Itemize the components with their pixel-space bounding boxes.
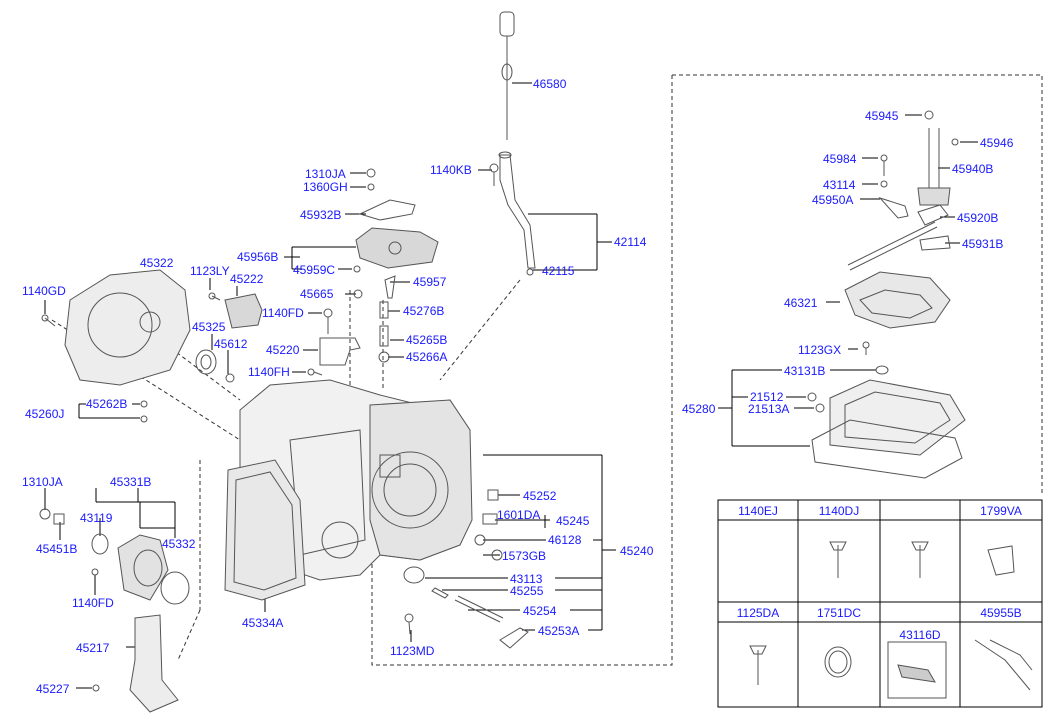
label-45227[interactable]: 45227 — [36, 682, 70, 696]
label-45332[interactable]: 45332 — [162, 537, 196, 551]
table-cell-1799VA[interactable]: 1799VA — [980, 504, 1022, 518]
label-42114[interactable]: 42114 — [614, 235, 647, 249]
label-45665[interactable]: 45665 — [300, 287, 334, 301]
label-21512[interactable]: 21512 — [750, 390, 784, 404]
label-45334A[interactable]: 45334A — [242, 616, 284, 630]
label-43119[interactable]: 43119 — [80, 511, 113, 525]
table-cell-45955B[interactable]: 45955B — [980, 606, 1022, 620]
label-45280[interactable]: 45280 — [682, 402, 716, 416]
label-45240[interactable]: 45240 — [620, 544, 654, 558]
label-45931B[interactable]: 45931B — [962, 237, 1004, 251]
label-45957[interactable]: 45957 — [413, 275, 447, 289]
label-45222[interactable]: 45222 — [230, 272, 264, 286]
label-45325[interactable]: 45325 — [192, 320, 226, 334]
label-45946[interactable]: 45946 — [980, 136, 1014, 150]
label-45262B[interactable]: 45262B — [86, 397, 128, 411]
label-45245[interactable]: 45245 — [556, 514, 590, 528]
label-45945[interactable]: 45945 — [865, 109, 899, 123]
label-43131B[interactable]: 43131B — [784, 364, 826, 378]
label-45220[interactable]: 45220 — [266, 343, 300, 357]
label-1360GH[interactable]: 1360GH — [303, 180, 348, 194]
label-1140FD-mid[interactable]: 1140FD — [262, 306, 304, 320]
label-1140FH[interactable]: 1140FH — [248, 365, 290, 379]
label-45959C[interactable]: 45959C — [293, 263, 336, 277]
label-45254[interactable]: 45254 — [523, 604, 557, 618]
label-45950A[interactable]: 45950A — [812, 193, 854, 207]
label-1123MD[interactable]: 1123MD — [390, 644, 435, 658]
label-42115[interactable]: 42115 — [542, 264, 575, 278]
label-46580[interactable]: 46580 — [533, 77, 567, 91]
table-cell-1140DJ[interactable]: 1140DJ — [818, 504, 860, 518]
label-45956B[interactable]: 45956B — [237, 250, 279, 264]
label-45612[interactable]: 45612 — [214, 337, 248, 351]
label-45331B[interactable]: 45331B — [110, 475, 152, 489]
label-46128[interactable]: 46128 — [548, 533, 582, 547]
table-cell-1125DA[interactable]: 1125DA — [736, 606, 780, 620]
label-1123LY[interactable]: 1123LY — [190, 264, 230, 278]
label-45253A[interactable]: 45253A — [538, 624, 580, 638]
label-45266A[interactable]: 45266A — [406, 350, 448, 364]
table-cell-1751DC[interactable]: 1751DC — [816, 606, 862, 620]
label-45322[interactable]: 45322 — [140, 256, 174, 270]
label-1140KB[interactable]: 1140KB — [430, 163, 472, 177]
label-45940B[interactable]: 45940B — [952, 162, 994, 176]
label-1140FD-left[interactable]: 1140FD — [72, 596, 114, 610]
table-cell-43116D[interactable]: 43116D — [899, 628, 941, 642]
label-46321[interactable]: 46321 — [784, 296, 818, 310]
label-45260J[interactable]: 45260J — [25, 407, 65, 421]
label-45255[interactable]: 45255 — [510, 584, 544, 598]
label-1123GX[interactable]: 1123GX — [798, 343, 842, 357]
label-1140GD[interactable]: 1140GD — [22, 284, 66, 298]
label-45932B[interactable]: 45932B — [300, 208, 342, 222]
label-1310JA-top[interactable]: 1310JA — [305, 167, 346, 181]
label-43114[interactable]: 43114 — [823, 178, 856, 192]
label-45451B[interactable]: 45451B — [36, 542, 78, 556]
table-cell-1140EJ[interactable]: 1140EJ — [738, 504, 778, 518]
label-1601DA[interactable]: 1601DA — [497, 508, 541, 522]
label-21513A[interactable]: 21513A — [748, 402, 790, 416]
label-1573GB[interactable]: 1573GB — [502, 549, 547, 563]
label-45920B[interactable]: 45920B — [957, 211, 999, 225]
label-1310JA-left[interactable]: 1310JA — [22, 475, 63, 489]
label-43113[interactable]: 43113 — [510, 572, 543, 586]
label-45276B[interactable]: 45276B — [403, 304, 445, 318]
label-45265B[interactable]: 45265B — [406, 333, 448, 347]
label-45984[interactable]: 45984 — [823, 152, 857, 166]
label-45252[interactable]: 45252 — [523, 489, 557, 503]
label-45217[interactable]: 45217 — [76, 641, 110, 655]
